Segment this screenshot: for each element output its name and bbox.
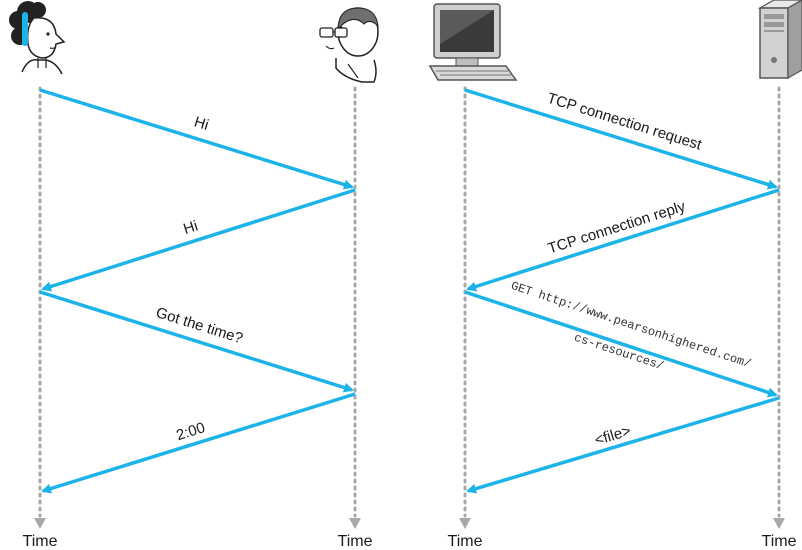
timeline-arrow-icon: [349, 518, 361, 529]
time-label: Time: [448, 533, 483, 550]
message-arrow: [464, 88, 778, 190]
message-arrow: [464, 290, 778, 398]
message-label: Hi: [192, 113, 211, 133]
timeline-arrow-icon: [459, 518, 471, 529]
man-with-glasses-icon: [319, 7, 379, 83]
message-arrow: [39, 290, 354, 393]
timeline-arrow-icon: [34, 518, 46, 529]
time-label: Time: [762, 533, 797, 550]
message-arrow: [41, 188, 356, 292]
woman-icon: [9, 1, 66, 75]
time-label: Time: [23, 533, 58, 550]
left-message-arrows: [39, 88, 356, 494]
message-label: TCP connection reply: [546, 198, 688, 258]
message-arrow: [466, 396, 780, 494]
right-message-arrows: [464, 88, 780, 494]
message-arrow: [466, 188, 780, 292]
message-label: Hi: [181, 217, 200, 237]
timeline-arrow-icon: [773, 518, 785, 529]
timelines: [34, 86, 785, 529]
server-tower-icon: [757, 0, 802, 80]
message-arrow: [39, 88, 354, 190]
time-label: Time: [338, 533, 373, 550]
message-arrow: [41, 392, 356, 494]
desktop-computer-icon: [428, 3, 518, 81]
